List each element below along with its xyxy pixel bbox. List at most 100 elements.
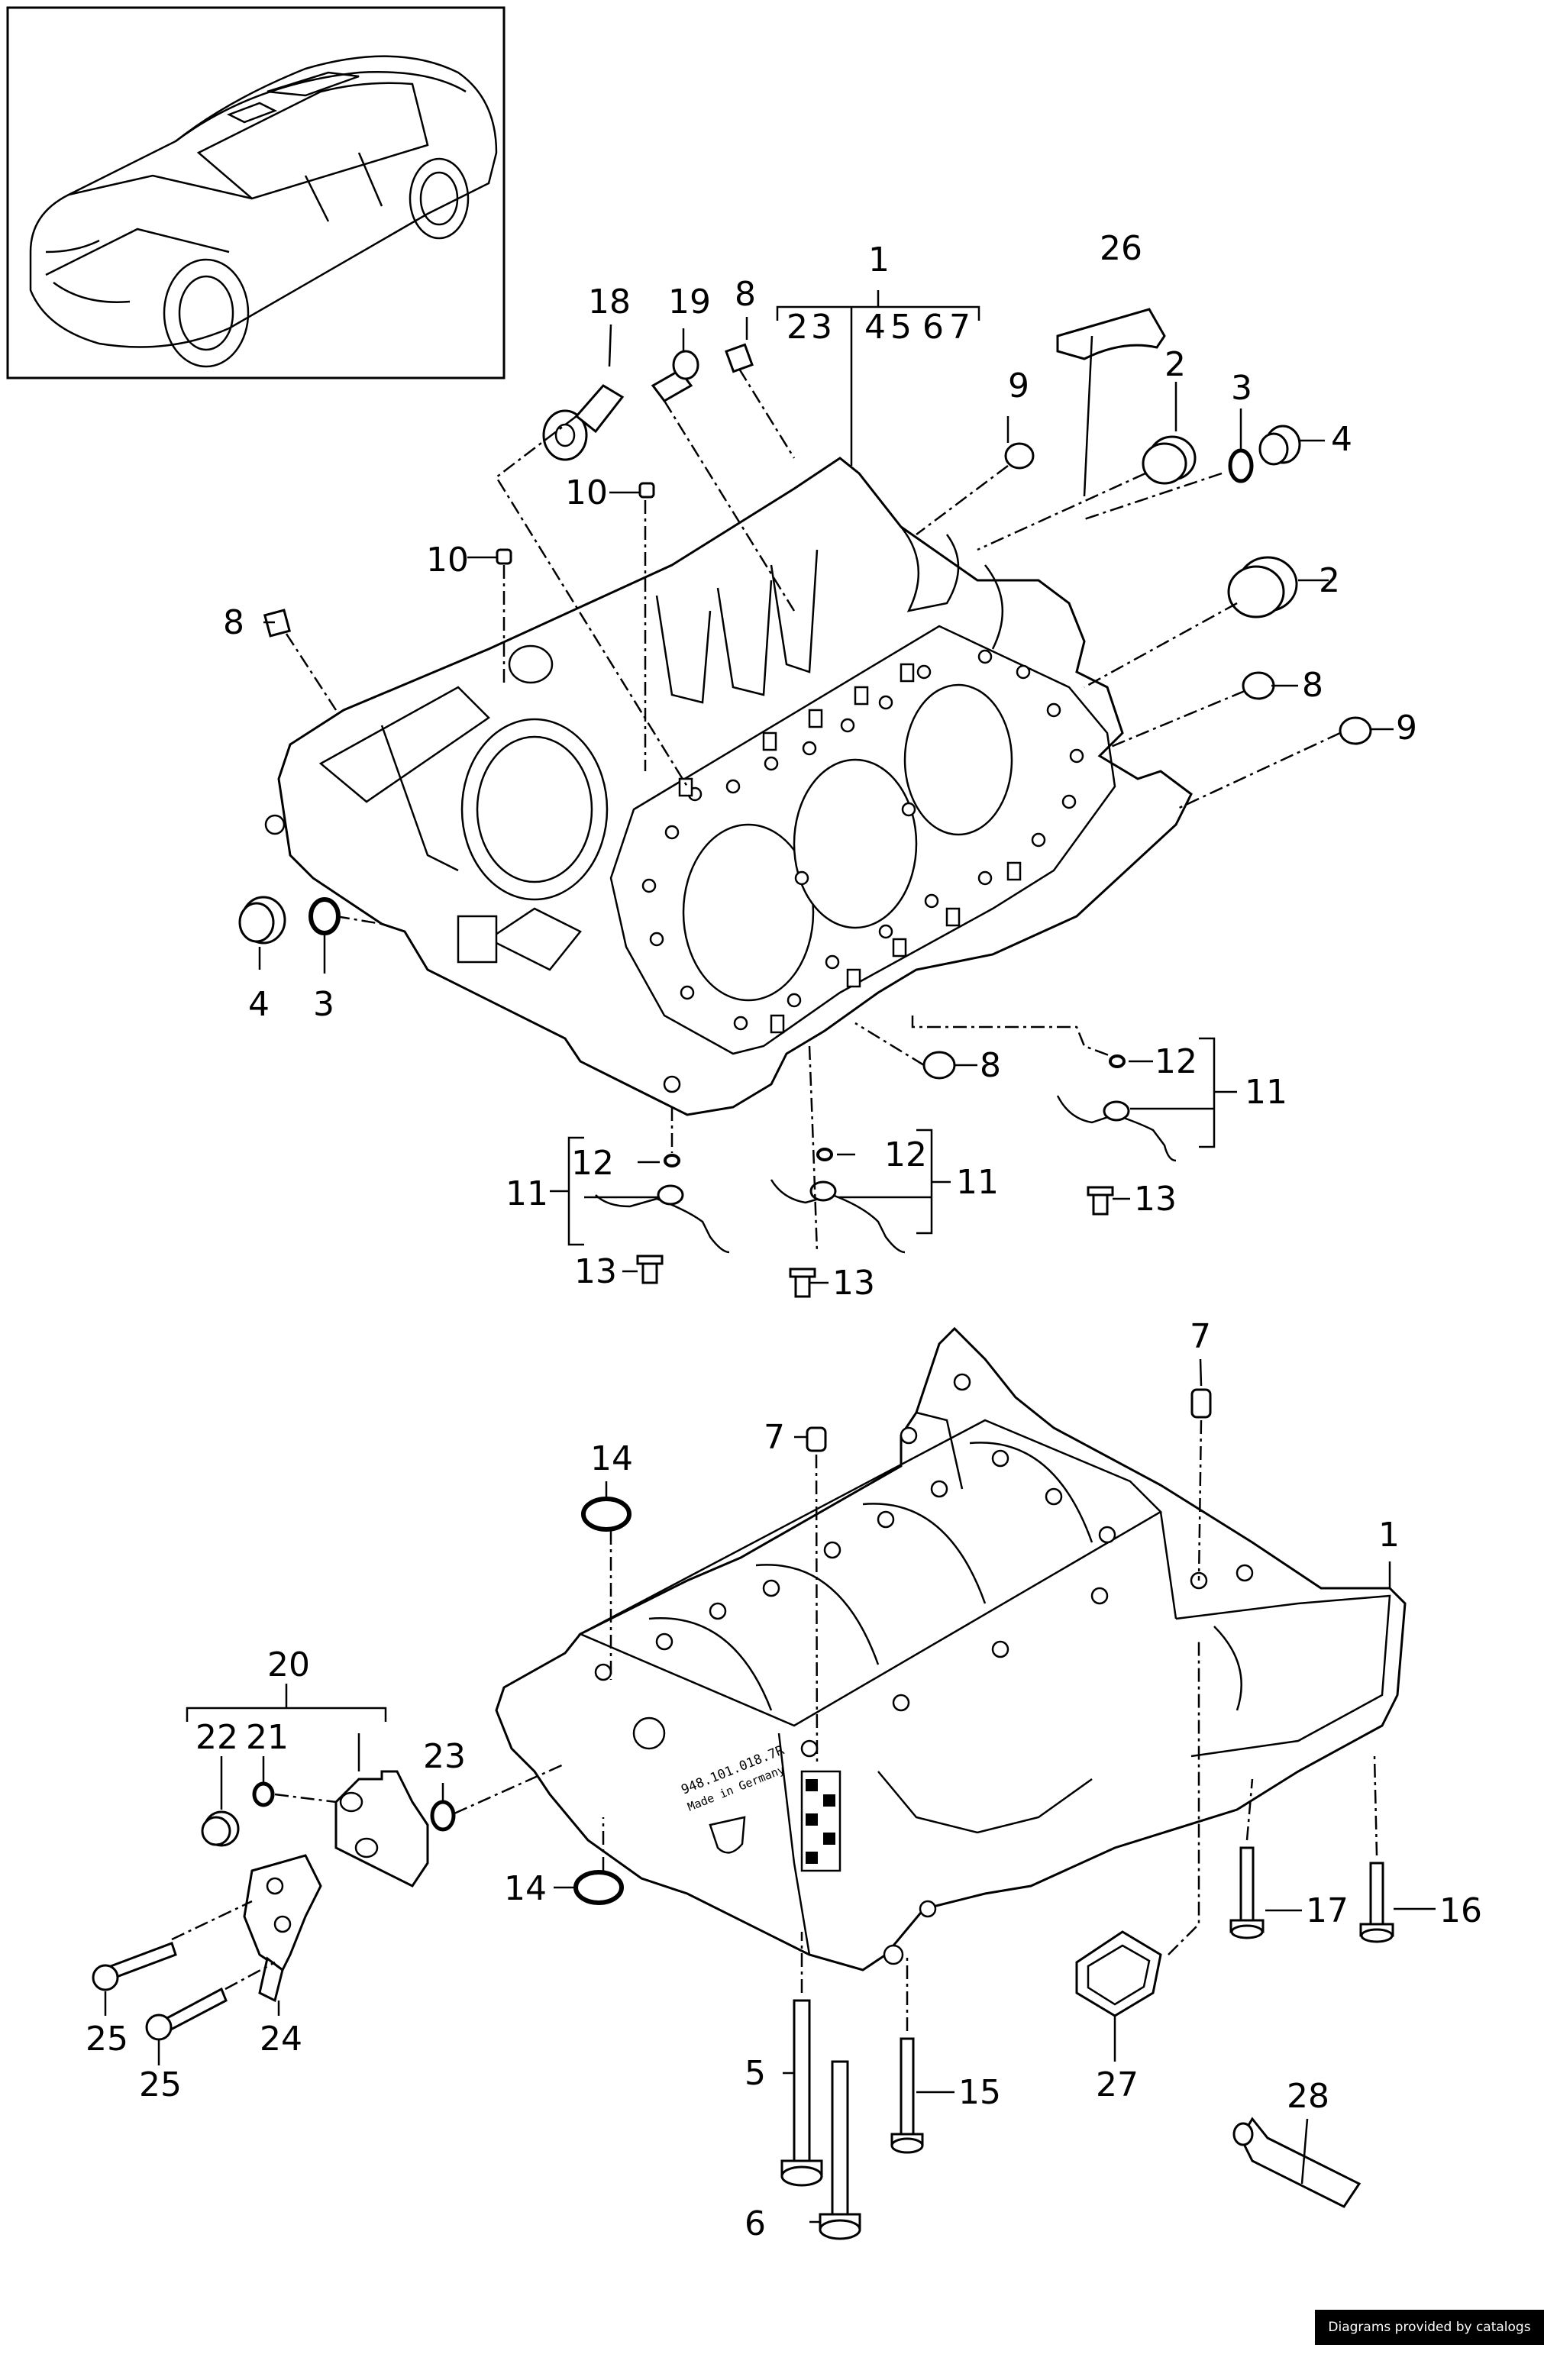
part-2-plug-middle bbox=[1227, 556, 1298, 618]
upper-crankcase bbox=[264, 457, 1193, 1116]
part-22-plug bbox=[201, 1810, 240, 1847]
label-7-left: 7 bbox=[764, 1418, 785, 1457]
label-15: 15 bbox=[958, 2073, 1001, 2112]
label-4-group: 4 bbox=[864, 308, 886, 347]
lower-crankcase: 948.101.018.7R Made in Germany bbox=[495, 1326, 1407, 1971]
label-25-a: 25 bbox=[86, 2020, 128, 2059]
label-3-group: 3 bbox=[811, 308, 832, 347]
label-13-left: 13 bbox=[574, 1252, 617, 1291]
part-11-nozzle-right bbox=[1056, 1054, 1177, 1216]
label-11-right: 11 bbox=[1245, 1073, 1287, 1112]
label-8-right: 8 bbox=[1302, 666, 1323, 705]
part-4-plug-top bbox=[1258, 425, 1301, 466]
part-18-oil-fitting bbox=[542, 384, 625, 461]
label-13-right: 13 bbox=[1134, 1180, 1177, 1219]
part-4-plug-left bbox=[238, 896, 286, 945]
part-3-seal-left bbox=[308, 897, 341, 935]
label-8-left: 8 bbox=[223, 603, 244, 642]
label-13-middle: 13 bbox=[832, 1264, 875, 1303]
label-9-right: 9 bbox=[1396, 709, 1417, 748]
part-14-oring-top bbox=[581, 1497, 631, 1532]
part-23-oring bbox=[430, 1800, 456, 1832]
label-16: 16 bbox=[1439, 1891, 1482, 1930]
part-19-bolt bbox=[651, 350, 699, 402]
part-26-bearing-shell bbox=[1056, 308, 1166, 360]
part-5-bolt bbox=[780, 1999, 823, 2187]
leader-lines bbox=[104, 290, 1436, 2223]
label-21: 21 bbox=[246, 1718, 289, 1757]
label-8-bottom: 8 bbox=[980, 1046, 1001, 1085]
label-22: 22 bbox=[195, 1718, 238, 1757]
part-9-sleeve-top bbox=[1004, 442, 1035, 470]
label-28: 28 bbox=[1287, 2077, 1329, 2116]
label-14-top: 14 bbox=[590, 1439, 633, 1478]
part-14-oring-bottom bbox=[573, 1870, 624, 1905]
label-27: 27 bbox=[1096, 2065, 1139, 2104]
vehicle-thumbnail bbox=[6, 6, 506, 379]
part-11-nozzle-middle bbox=[770, 1148, 906, 1298]
callouts-lower: 7 7 14 1 20 22 21 23 14 17 16 25 25 24 5… bbox=[86, 1317, 1482, 2243]
label-11-left: 11 bbox=[506, 1174, 548, 1213]
callouts-upper: 1 2 3 4 5 6 7 26 18 19 8 9 2 3 4 2 10 10… bbox=[223, 229, 1417, 1303]
label-2-top: 2 bbox=[1164, 345, 1186, 384]
crest-icon bbox=[709, 1816, 746, 1854]
label-5: 5 bbox=[745, 2054, 766, 2093]
part-7-dowel-right bbox=[1190, 1388, 1212, 1419]
label-23: 23 bbox=[423, 1737, 466, 1776]
part-3-seal-top bbox=[1228, 448, 1254, 483]
part-25-bolt-a bbox=[92, 1942, 177, 1991]
label-24: 24 bbox=[260, 2020, 302, 2059]
label-25-b: 25 bbox=[139, 2065, 182, 2104]
part-7-dowel-left bbox=[806, 1426, 827, 1452]
label-14-bottom: 14 bbox=[504, 1869, 547, 1908]
label-9-top: 9 bbox=[1008, 367, 1029, 405]
label-10-b: 10 bbox=[426, 541, 469, 580]
part-20-regulator-housing bbox=[334, 1770, 429, 1888]
suv-illustration bbox=[29, 55, 498, 368]
part-11-nozzle-left bbox=[595, 1154, 730, 1284]
label-1-lower: 1 bbox=[1378, 1516, 1400, 1555]
part-28-sealant-tube bbox=[1232, 2117, 1361, 2208]
label-20: 20 bbox=[267, 1645, 310, 1684]
label-3-left: 3 bbox=[313, 985, 334, 1024]
part-2-plug-top bbox=[1142, 435, 1197, 485]
bolt-holes bbox=[641, 649, 1084, 1031]
label-1: 1 bbox=[868, 241, 890, 279]
label-5-group: 5 bbox=[890, 308, 912, 347]
credit-badge: Diagrams provided by catalogs parts bbox=[1315, 2310, 1544, 2370]
part-25-bolt-b bbox=[145, 1987, 228, 2041]
part-16-bolt bbox=[1359, 1862, 1394, 1943]
label-18: 18 bbox=[588, 283, 631, 321]
part-8-dowel-top bbox=[725, 343, 754, 373]
label-2-group: 2 bbox=[787, 308, 808, 347]
label-8-top: 8 bbox=[735, 275, 756, 314]
part-10-pin-b bbox=[496, 548, 512, 565]
casting-code-grid bbox=[800, 1770, 841, 1872]
label-12-middle: 12 bbox=[884, 1135, 927, 1174]
label-2-middle: 2 bbox=[1319, 561, 1340, 600]
label-3-top: 3 bbox=[1231, 369, 1252, 408]
label-19: 19 bbox=[668, 283, 711, 321]
label-12-left: 12 bbox=[571, 1144, 614, 1183]
part-17-bolt bbox=[1229, 1846, 1265, 1939]
label-17: 17 bbox=[1306, 1891, 1349, 1930]
coolant-slots bbox=[678, 663, 1022, 1034]
label-6-group: 6 bbox=[922, 308, 944, 347]
label-7-right: 7 bbox=[1190, 1317, 1211, 1356]
label-4-left: 4 bbox=[248, 985, 270, 1024]
part-24-valve bbox=[243, 1854, 322, 2003]
label-7-group: 7 bbox=[949, 308, 971, 347]
part-27-cover bbox=[1075, 1930, 1162, 2017]
part-6-bolt bbox=[819, 2060, 861, 2240]
label-11-middle: 11 bbox=[956, 1163, 999, 1202]
part-15-bolt bbox=[890, 2037, 924, 2154]
part-8-ring-bottom bbox=[922, 1051, 956, 1080]
part-8-dowel-left bbox=[263, 609, 292, 638]
label-10-a: 10 bbox=[565, 473, 608, 512]
part-21-seal bbox=[252, 1781, 275, 1807]
part-8-ring-right bbox=[1242, 671, 1275, 700]
label-6: 6 bbox=[745, 2204, 766, 2243]
label-4-top: 4 bbox=[1331, 420, 1352, 459]
part-9-sleeve-right bbox=[1339, 716, 1372, 745]
